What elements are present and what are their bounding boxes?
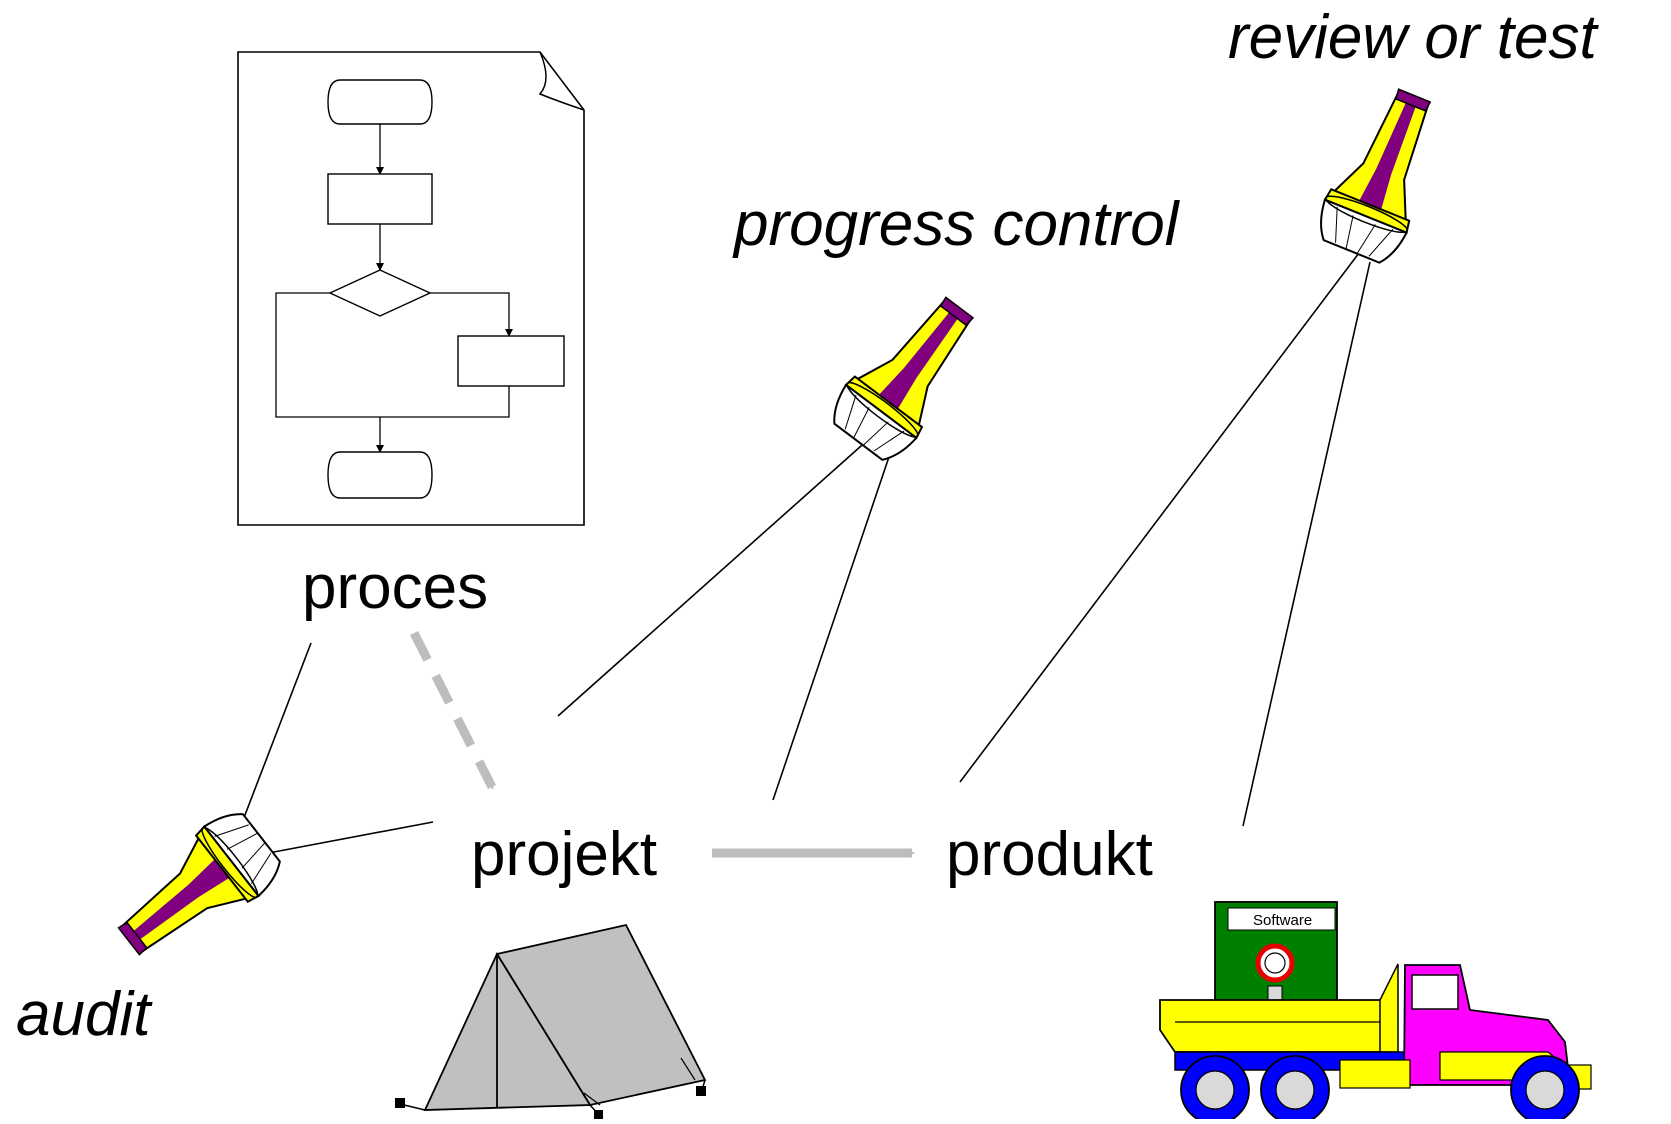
beam-progress-left [557,437,871,717]
dashed-arrow-proces-projekt [409,630,497,790]
audit-label: audit [16,980,153,1049]
wheel [1180,1055,1250,1124]
gray-arrows [409,630,915,858]
beam-audit-up [239,642,312,829]
wheel [1260,1055,1330,1124]
flowchart-document-icon [237,51,585,526]
beam-review-left [959,244,1366,783]
projekt-label: projekt [471,820,657,889]
produkt-label: produkt [946,820,1153,889]
beam-audit-right [257,821,434,856]
beam-review-right [1242,261,1371,827]
beam-lines [239,244,1371,856]
tent-icon [395,923,707,1119]
flashlight-icon [100,802,290,977]
wheel [1510,1055,1580,1124]
flashlight-icon [1309,78,1457,269]
beam-progress-right [772,447,893,801]
proces-label: proces [302,553,488,622]
software-label: Software [1253,912,1312,929]
progress-control-label: progress control [732,190,1181,259]
flashlight-icon [822,280,996,470]
review-or-test-label: review or test [1228,3,1599,72]
software-truck-icon: Software [1159,901,1592,1124]
